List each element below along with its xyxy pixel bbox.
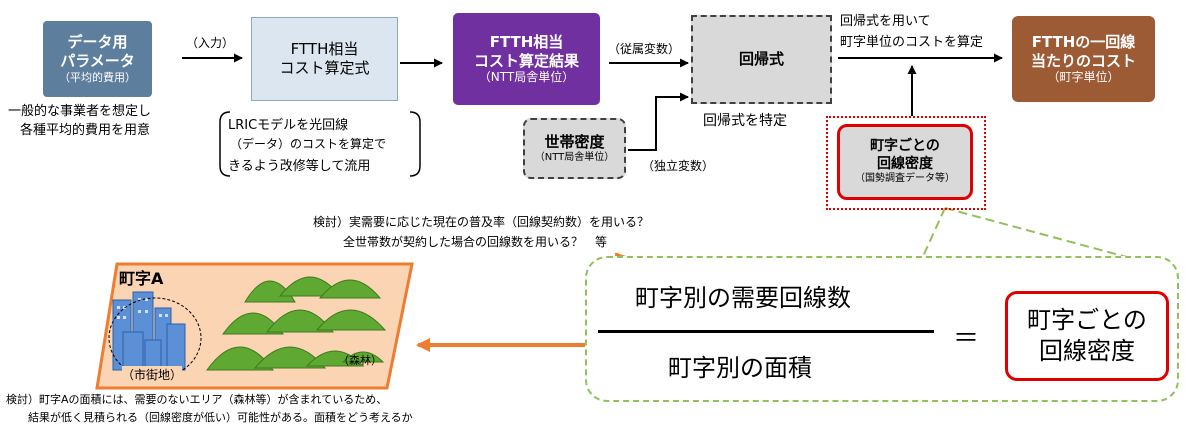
ftth-formula-box: FTTH相当 コスト算定式 — [251, 17, 398, 101]
town-map-title: 町字A — [119, 269, 164, 288]
data-parameters-line2: パラメータ — [60, 52, 135, 71]
household-density-label: 世帯密度 — [544, 132, 605, 151]
forest-mountains — [206, 276, 387, 371]
ftth-formula-line1: FTTH相当 — [290, 40, 359, 59]
input-label: （入力） — [186, 36, 235, 50]
consider-top-line1: 検討）実需要に応じた現在の普及率（回線契約数）を用いる？ — [313, 215, 650, 229]
apply-regression-line2: 町字単位のコストを算定 — [840, 35, 984, 50]
formula-result-box: 町字ごとの 回線密度 — [1005, 291, 1169, 381]
data-parameters-sub: （平均的費用） — [59, 70, 136, 84]
ftth-result-line1: FTTH相当 — [489, 32, 564, 51]
ftth-result-box: FTTH相当 コスト算定結果 （NTT局舎単位） — [453, 13, 600, 105]
formula-numerator: 町字別の需要回線数 — [635, 284, 851, 312]
data-parameters-line1: データ用 — [67, 33, 128, 52]
formula-callout — [585, 256, 1179, 402]
dependent-variable-label: （従属変数） — [608, 42, 681, 56]
formula-equals: ＝ — [953, 324, 980, 354]
lric-bracket-right — [409, 111, 421, 177]
ftth-result-sub: （NTT局舎単位） — [478, 70, 575, 85]
lric-note-line3: きるよう改修等して流用 — [228, 159, 371, 174]
urban-label: （市街地） — [122, 366, 183, 383]
formula-result-line2: 回線密度 — [1039, 337, 1135, 365]
lric-note-line2: （データ）のコストを算定で — [230, 137, 387, 151]
fraction-bar — [598, 330, 934, 333]
consider-top-line2: 全世帯数が契約した場合の回線数を用いる？ 等 — [343, 235, 608, 249]
regression-identify-label: 回帰式を特定 — [703, 113, 787, 129]
formula-denominator: 町字別の面積 — [668, 354, 812, 382]
assume-note-line1: 一般的な事業者を想定し — [8, 104, 152, 119]
consider-bottom-line1: 検討）町字Aの面積には、需要のないエリア（森林等）が含まれているため、 — [6, 393, 388, 406]
per-line-cost-box: FTTHの一回線 当たりのコスト （町字単位） — [1012, 16, 1155, 102]
independent-variable-label: （独立変数） — [642, 159, 715, 173]
ftth-result-line2: コスト算定結果 — [473, 51, 579, 70]
flow-arrow-independent — [628, 92, 689, 151]
town-density-sub: （国勢調査データ等） — [855, 173, 955, 185]
apply-regression-line1: 回帰式を用いて — [840, 14, 931, 29]
forest-label: （森林） — [338, 354, 382, 367]
household-density-box: 世帯密度 （NTT局舎単位） — [523, 118, 626, 179]
per-line-cost-line1: FTTHの一回線 — [1031, 32, 1136, 51]
data-parameters-box: データ用 パラメータ （平均的費用） — [43, 21, 152, 97]
town-density-line2: 回線密度 — [877, 155, 933, 172]
lric-note-line1: LRICモデルを光回線 — [228, 118, 349, 133]
ftth-formula-line2: コスト算定式 — [279, 59, 370, 77]
town-density-box: 町字ごとの 回線密度 （国勢調査データ等） — [837, 124, 973, 200]
assume-note-line2: 各種平均的費用を用意 — [20, 123, 151, 138]
formula-result-line1: 町字ごとの — [1027, 305, 1147, 334]
per-line-cost-sub: （町字単位） — [1047, 70, 1120, 85]
town-density-frame — [826, 116, 986, 210]
per-line-cost-line2: 当たりのコスト — [1030, 51, 1136, 70]
town-map — [95, 262, 414, 390]
regression-label: 回帰式 — [738, 50, 784, 69]
regression-box: 回帰式 — [691, 15, 832, 104]
household-density-sub: （NTT局舎単位） — [534, 151, 615, 163]
town-density-line1: 町字ごとの — [870, 138, 940, 155]
lric-bracket-left — [219, 111, 231, 177]
consider-bottom-line2: 結果が低く見積られる（回線密度が低い）可能性がある。面積をどう考えるか — [28, 411, 413, 424]
